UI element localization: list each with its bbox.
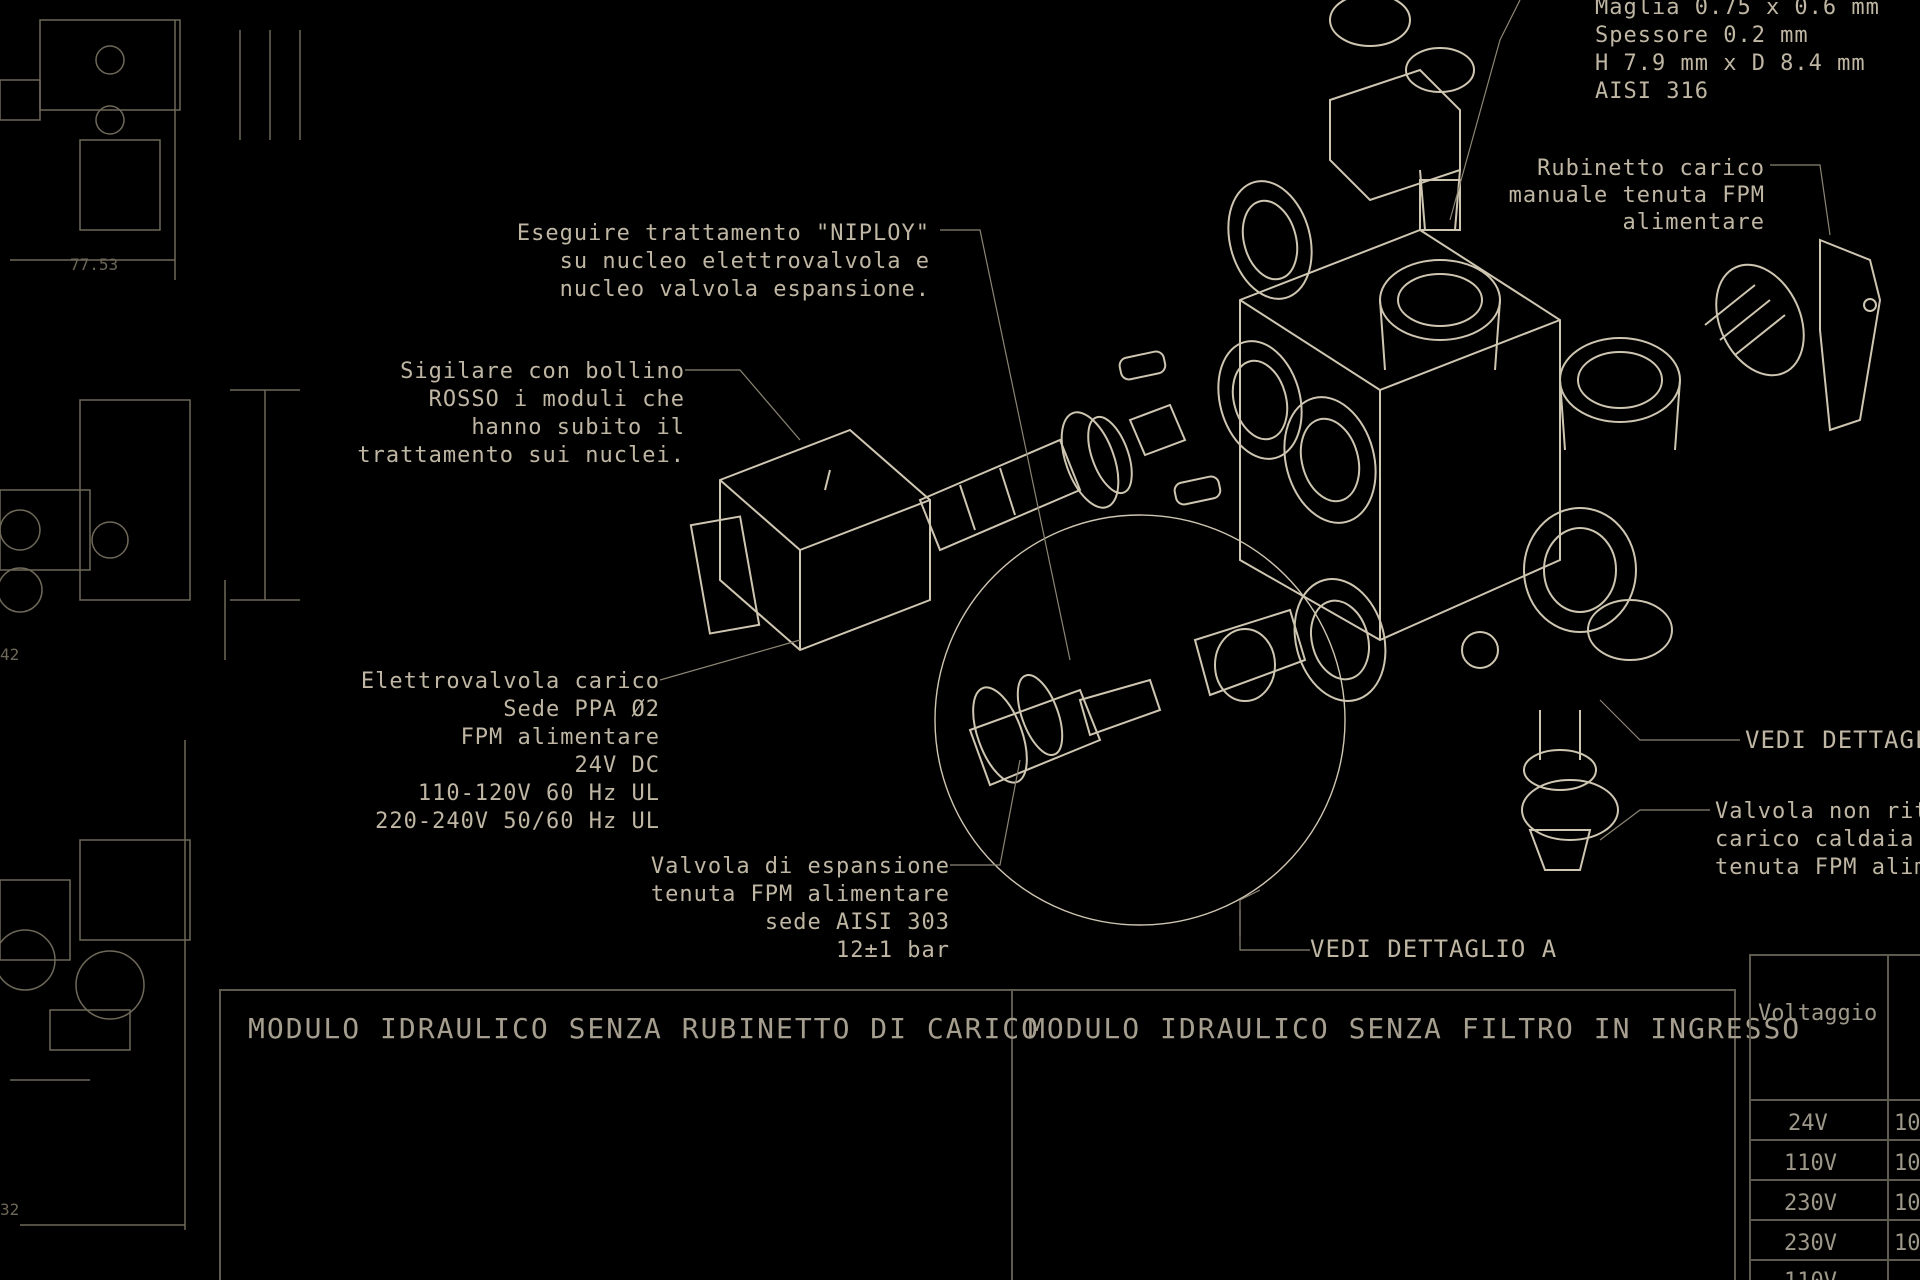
rubinetto-line-1: Rubinetto carico: [1537, 156, 1765, 181]
rubinetto-line-2: manuale tenuta FPM: [1509, 183, 1765, 208]
spec-line-2: Spessore 0.2 mm: [1595, 23, 1809, 48]
exploded-assembly: [689, 0, 1882, 926]
elettrovalvola-line-1: Elettrovalvola carico: [361, 669, 660, 694]
voltage-col2-row-1: 10: [1894, 1111, 1920, 1136]
detail-circle-a: [934, 514, 1346, 926]
leader-lines: [659, 0, 1831, 951]
espansione-line-1: Valvola di espansione: [651, 854, 950, 879]
vedi-dettaglio-a-label: VEDI DETTAGLIO A: [1310, 935, 1557, 963]
espansione-line-2: tenuta FPM alimentare: [651, 882, 950, 907]
voltage-row-4: 230V: [1784, 1231, 1837, 1256]
trattamento-line-2: su nucleo elettrovalvola e: [560, 249, 930, 274]
expansion-valve-drawing: [968, 608, 1307, 787]
sigillare-line-3: hanno subito il: [471, 415, 685, 440]
non-ritorno-line-3: tenuta FPM alime: [1715, 855, 1920, 880]
voltage-col2-row-4: 10: [1894, 1231, 1920, 1256]
solenoid-coil-drawing: [689, 428, 931, 652]
left-orthographic-views: 77.53 42 32: [0, 19, 301, 1230]
bottom-title-blocks: MODULO IDRAULICO SENZA RUBINETTO DI CARI…: [219, 989, 1801, 1280]
voltage-row-1: 24V: [1788, 1111, 1828, 1136]
callout-sigillare: Sigilare con bollino ROSSO i moduli che …: [357, 359, 685, 468]
callout-trattamento: Eseguire trattamento "NIPLOY" su nucleo …: [517, 221, 930, 302]
spec-line-1: Maglia 0.75 x 0.6 mm: [1595, 0, 1880, 20]
voltage-col2-row-2: 10: [1894, 1151, 1920, 1176]
sigillare-line-2: ROSSO i moduli che: [429, 387, 685, 412]
callout-elettrovalvola: Elettrovalvola carico Sede PPA Ø2 FPM al…: [361, 669, 660, 834]
voltage-col2-row-3: 10: [1894, 1191, 1920, 1216]
sigillare-line-1: Sigilare con bollino: [400, 359, 685, 384]
elettrovalvola-line-4: 24V DC: [575, 753, 660, 778]
espansione-line-4: 12±1 bar: [836, 938, 950, 963]
voltage-table: Voltaggio 24V 110V 230V 230V 110V 10 10 …: [1749, 954, 1920, 1280]
callout-espansione: Valvola di espansione tenuta FPM aliment…: [651, 854, 950, 963]
spec-line-3: H 7.9 mm x D 8.4 mm: [1595, 51, 1866, 76]
left-block-header: MODULO IDRAULICO SENZA RUBINETTO DI CARI…: [248, 1012, 1040, 1045]
dim-label-2: 42: [0, 645, 19, 664]
non-ritorno-line-2: carico caldaia: [1715, 827, 1914, 852]
vedi-dettagli-right-label: VEDI DETTAGLI: [1745, 726, 1920, 754]
trattamento-line-1: Eseguire trattamento "NIPLOY": [517, 221, 930, 246]
elettrovalvola-line-2: Sede PPA Ø2: [503, 697, 660, 722]
elettrovalvola-line-3: FPM alimentare: [461, 725, 660, 750]
sigillare-line-4: trattamento sui nuclei.: [357, 443, 685, 468]
dim-label-1: 77.53: [70, 255, 118, 274]
espansione-line-3: sede AISI 303: [765, 910, 950, 935]
elettrovalvola-line-5: 110-120V 60 Hz UL: [418, 781, 660, 806]
right-block-header: MODULO IDRAULICO SENZA FILTRO IN INGRESS…: [1028, 1012, 1801, 1045]
voltage-row-3: 230V: [1784, 1191, 1837, 1216]
rubinetto-line-3: alimentare: [1623, 210, 1765, 235]
elettrovalvola-line-6: 220-240V 50/60 Hz UL: [375, 809, 660, 834]
callout-non-ritorno: Valvola non rito carico caldaia tenuta F…: [1715, 799, 1920, 880]
voltage-row-5: 110V: [1784, 1269, 1837, 1280]
dim-label-3: 32: [0, 1200, 19, 1219]
voltage-header: Voltaggio: [1758, 1001, 1877, 1026]
manual-tap-drawing: [1704, 238, 1882, 432]
callout-top-right-spec: Maglia 0.75 x 0.6 mm Spessore 0.2 mm H 7…: [1595, 0, 1880, 104]
voltage-row-2: 110V: [1784, 1151, 1837, 1176]
callout-rubinetto: Rubinetto carico manuale tenuta FPM alim…: [1509, 156, 1765, 235]
trattamento-line-3: nucleo valvola espansione.: [560, 277, 930, 302]
screws-drawing: [1118, 350, 1222, 506]
non-ritorno-line-1: Valvola non rito: [1715, 799, 1920, 824]
spec-line-4: AISI 316: [1595, 79, 1709, 104]
valve-stem-drawing: [918, 403, 1187, 552]
manifold-body-drawing: [1217, 0, 1681, 871]
